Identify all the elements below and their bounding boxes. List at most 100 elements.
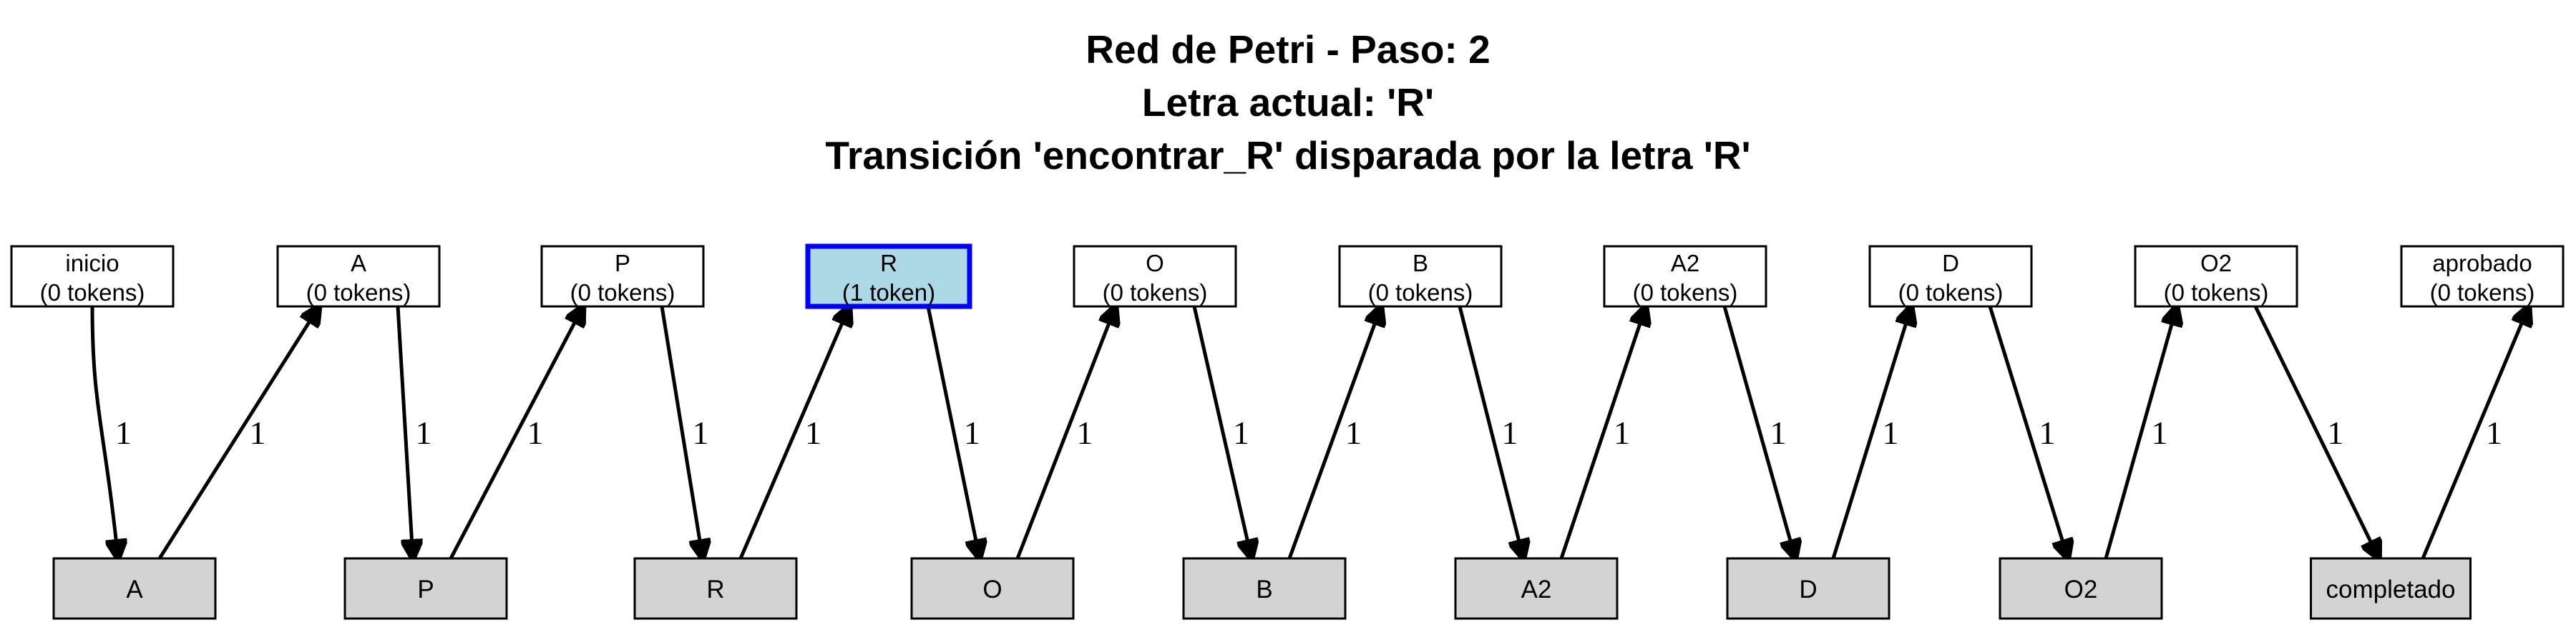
transition-box [1454,557,1619,620]
transition-o: O [910,557,1075,620]
arc-weight-label: 1 [693,415,709,451]
transition-label: O [982,576,1002,604]
place-tokens: (0 tokens) [1103,279,1208,306]
transition-box [2310,557,2472,620]
arc-weight-label: 1 [805,415,821,451]
transition-label: completado [2326,576,2456,604]
transition-b: B [1182,557,1347,620]
place-name: A2 [1671,250,1699,276]
place-name: aprobado [2432,250,2532,276]
arc-d-to-o2 [1988,306,2068,558]
place-inicio: inicio (0 tokens) [10,245,175,308]
place-r: R(1 token) [805,243,972,309]
place-box [1868,245,2033,308]
arc-weight-label: 1 [1233,415,1249,451]
transition-box [343,557,508,620]
arc-a-to-a [157,306,319,560]
arc-weight-label: 1 [1883,415,1899,451]
arc-o-to-b [1192,306,1252,558]
arc-p-to-p [449,306,583,560]
arc-weight-label: 1 [2039,415,2056,451]
transition-box [1999,557,2163,620]
arc-b-to-a2 [1458,306,1523,558]
arc-weight-label: 1 [1345,415,1362,451]
transition-box [633,557,798,620]
place-o: O(0 tokens) [1073,245,1237,308]
place-box [2134,245,2298,308]
place-name: D [1942,250,1959,276]
place-d: D (0 tokens) [1868,245,2033,308]
transition-box [910,557,1075,620]
arc-weight-label: 1 [1077,415,1093,451]
arc-o2-to-o2 [2104,306,2177,559]
place-box [805,243,972,309]
place-box [2400,245,2565,308]
arc-weight-label: 1 [2486,415,2502,451]
arc-p-to-r [660,306,703,558]
transition-o2: O2 [1999,557,2163,620]
place-box [540,245,705,308]
arc-b-to-b [1287,306,1381,559]
transition-label: D [1799,576,1817,604]
transition-a: A [52,557,217,620]
place-tokens: (0 tokens) [2164,279,2269,306]
place-tokens: (0 tokens) [40,279,145,306]
place-name: B [1413,250,1428,276]
place-p: P(0 tokens) [540,245,705,308]
place-b: B (0 tokens) [1338,245,1503,308]
transition-r: R [633,557,798,620]
place-o2: O2 (0 tokens) [2134,245,2298,308]
places: inicio(0 tokens)A(0 tokens)P(0 tokens)R(… [10,243,2565,309]
place-name: P [615,250,630,276]
place-a2: A2 (0 tokens) [1603,245,1767,308]
transitions: A P R O B A2 D O2 completado [52,557,2472,620]
place-name: inicio [65,250,119,276]
transition-label: A2 [1521,576,1552,604]
arc-r-to-r [738,306,849,559]
arc-weight-label: 1 [1614,415,1630,451]
place-tokens: (0 tokens) [1368,279,1473,306]
arc-inicio-to-a [90,306,118,558]
place-tokens: (0 tokens) [306,279,411,306]
arc-weight-label: 1 [2152,415,2168,451]
transition-box [52,557,217,620]
arc-weight-label: 1 [115,415,132,451]
title-line-fired-transition: Transición 'encontrar_R' disparada por l… [825,133,1750,178]
arc-o-to-o [1015,306,1116,559]
transition-d: D [1726,557,1890,620]
place-box [1338,245,1503,308]
place-tokens: (1 token) [842,279,935,306]
transition-label: R [706,576,724,604]
arc-weight-label: 1 [1502,415,1518,451]
place-aprobado: aprobado (0 tokens) [2400,245,2565,308]
place-box [276,245,441,308]
arc-a-to-p [396,306,413,558]
transition-label: O2 [2064,576,2098,604]
arc-weight-label: 1 [2327,415,2343,451]
transition-p: P [343,557,508,620]
title-line-current-letter: Letra actual: 'R' [1142,80,1434,125]
place-tokens: (0 tokens) [2430,279,2535,306]
place-name: A [351,250,366,276]
place-tokens: (0 tokens) [1898,279,2004,306]
place-a: A (0 tokens) [276,245,441,308]
arc-a2-to-d [1722,306,1795,558]
arc-a2-to-a2 [1559,306,1646,559]
arc-completado-to-aprobado [2421,306,2529,559]
transition-label: P [417,576,434,604]
place-name: O2 [2200,250,2232,276]
transition-completado: completado [2310,557,2472,620]
transition-label: B [1256,576,1272,604]
arc-d-to-d [1831,306,1911,559]
arc-weight-label: 1 [416,415,432,451]
transition-a2: A2 [1454,557,1619,620]
transition-box [1726,557,1890,620]
transition-box [1182,557,1347,620]
place-box [1073,245,1237,308]
arc-r-to-o [926,306,980,558]
arc-weight-label: 1 [964,415,980,451]
place-tokens: (0 tokens) [1633,279,1738,306]
arc-weight-label: 1 [527,415,544,451]
